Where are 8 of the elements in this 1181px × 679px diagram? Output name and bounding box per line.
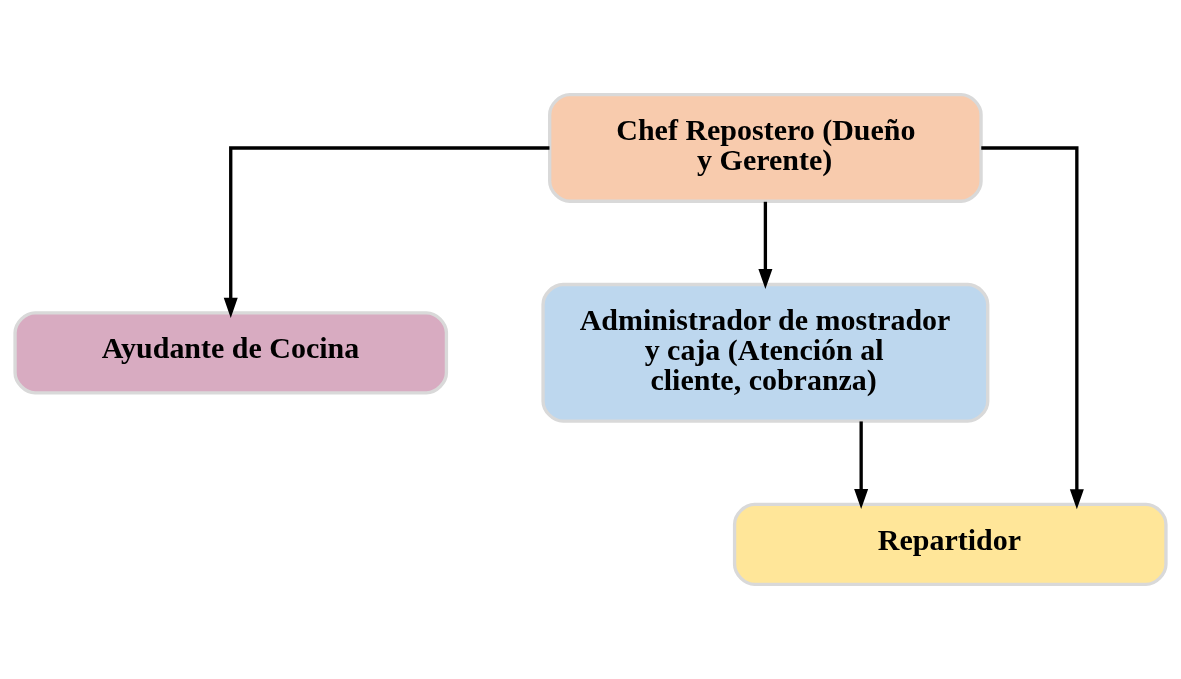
arrow xyxy=(223,146,550,318)
node-box: Administrador de mostrador y caja (Atención al cliente, cobranza) xyxy=(541,282,990,423)
node-box: Chef Repostero (Dueño y Gerente) xyxy=(548,93,983,203)
node-box: Ayudante de Cocina xyxy=(13,311,449,395)
node-box: Repartidor xyxy=(732,502,1168,586)
arrow xyxy=(981,146,1084,510)
arrow xyxy=(758,201,773,289)
arrow xyxy=(854,421,869,510)
